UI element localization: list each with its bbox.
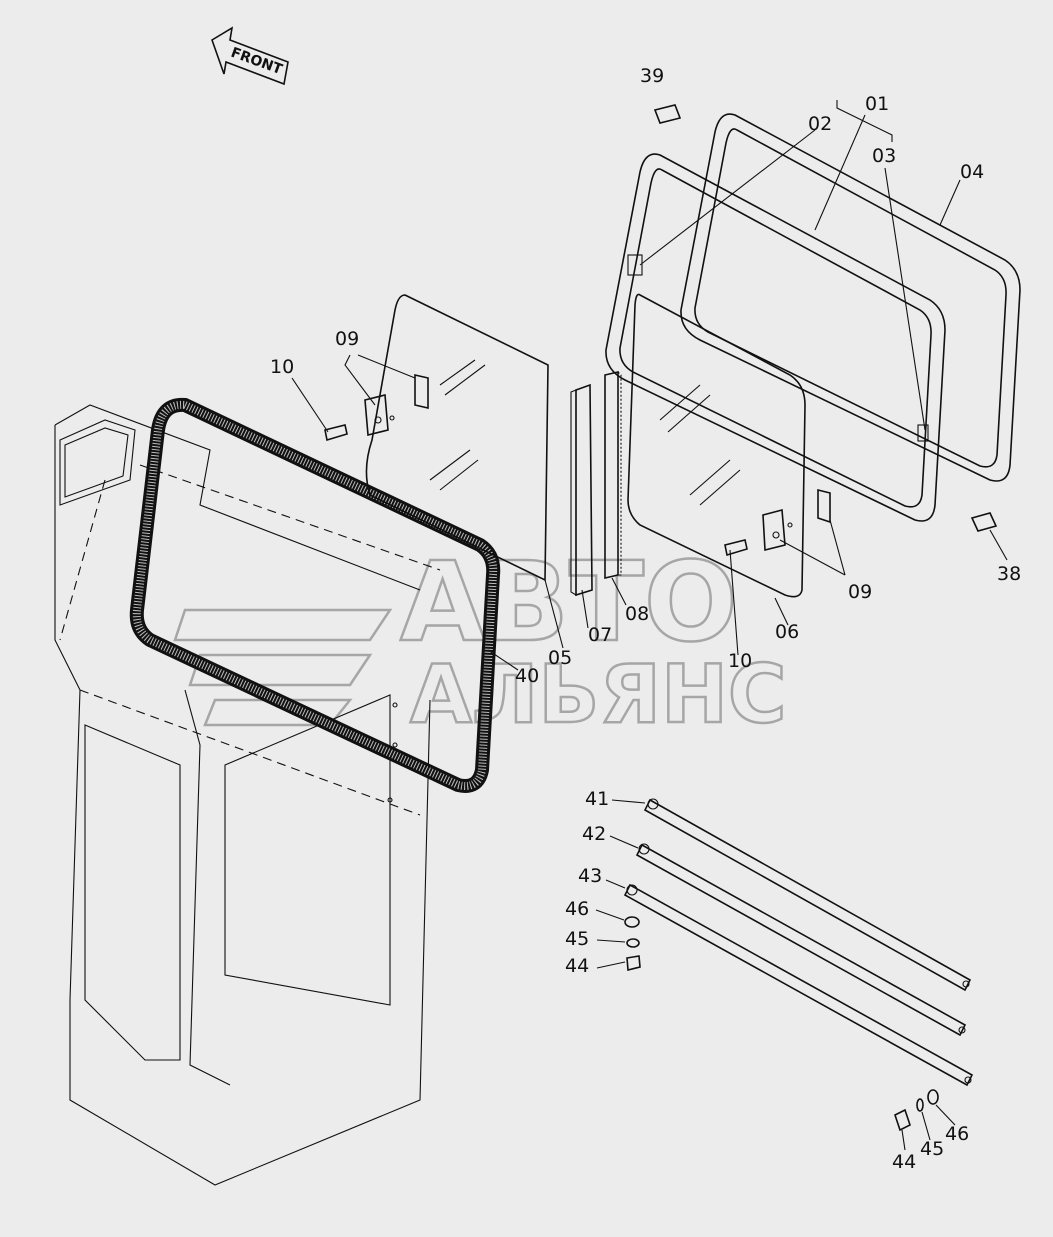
callout-04: 04 bbox=[960, 161, 984, 183]
glass-panel-05 bbox=[365, 294, 549, 582]
callout-46-right: 46 bbox=[945, 1123, 969, 1145]
window-seal-40 bbox=[129, 397, 501, 793]
callout-40: 40 bbox=[515, 665, 539, 687]
hinge-09-left bbox=[324, 373, 429, 442]
stay-43 bbox=[623, 883, 974, 1087]
callout-42: 42 bbox=[582, 823, 606, 845]
block-38 bbox=[970, 512, 998, 532]
callout-45-left: 45 bbox=[565, 928, 589, 950]
stay-42 bbox=[635, 843, 967, 1037]
frame-04 bbox=[680, 113, 1021, 482]
frame-02 bbox=[605, 153, 946, 522]
hardware-right bbox=[894, 1089, 939, 1132]
hardware-left bbox=[624, 916, 641, 972]
callout-46-left: 46 bbox=[565, 898, 589, 920]
callout-09-right: 09 bbox=[848, 581, 872, 603]
callout-10-right: 10 bbox=[728, 650, 752, 672]
runner-07 bbox=[570, 383, 593, 597]
hinge-09-right bbox=[724, 488, 831, 557]
leader-lines bbox=[291, 100, 1008, 1151]
glass-panel-06 bbox=[627, 293, 806, 598]
callout-10-left: 10 bbox=[270, 356, 294, 378]
callout-labels: 39 01 02 03 04 09 10 05 07 08 09 10 06 3… bbox=[270, 65, 1021, 1173]
callout-38: 38 bbox=[997, 563, 1021, 585]
callout-05: 05 bbox=[548, 647, 572, 669]
callout-03: 03 bbox=[872, 145, 896, 167]
callout-44-left: 44 bbox=[565, 955, 589, 977]
stay-41 bbox=[643, 798, 972, 992]
callout-02: 02 bbox=[808, 113, 832, 135]
watermark: АВТО АЛЬЯНС bbox=[173, 537, 788, 742]
callout-39: 39 bbox=[640, 65, 664, 87]
callout-09-left: 09 bbox=[335, 328, 359, 350]
callout-44-right: 44 bbox=[892, 1151, 916, 1173]
front-arrow: FRONT bbox=[211, 26, 289, 86]
callout-08: 08 bbox=[625, 603, 649, 625]
callout-06: 06 bbox=[775, 621, 799, 643]
callout-07: 07 bbox=[588, 624, 612, 646]
watermark-line1: АВТО bbox=[400, 538, 738, 666]
cab-body bbox=[54, 404, 441, 1186]
watermark-line2: АЛЬЯНС bbox=[410, 648, 787, 741]
callout-43: 43 bbox=[578, 865, 602, 887]
callout-01: 01 bbox=[865, 93, 889, 115]
block-39 bbox=[653, 104, 682, 124]
callout-45-right: 45 bbox=[920, 1138, 944, 1160]
callout-41: 41 bbox=[585, 788, 609, 810]
